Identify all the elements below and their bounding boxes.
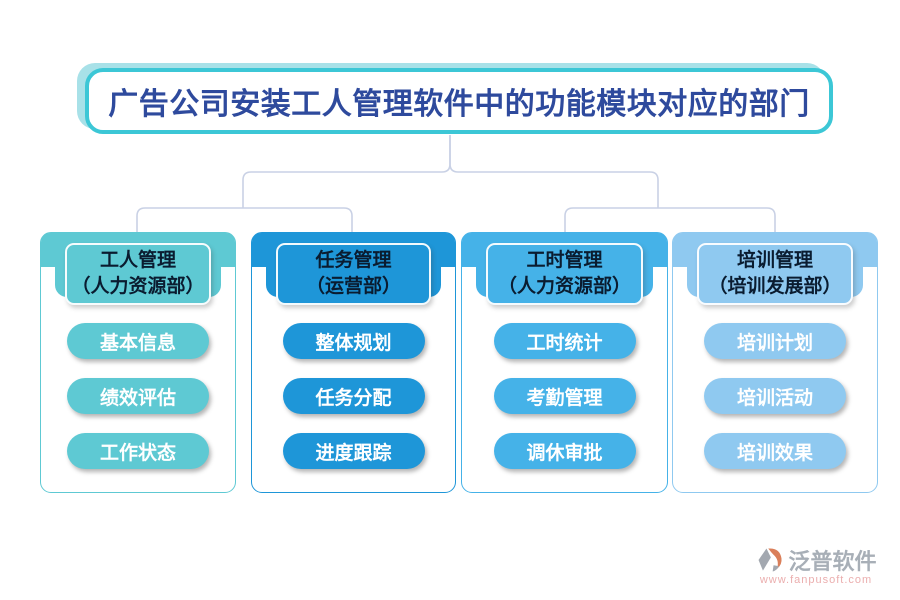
- feature-list: 整体规划 任务分配 进度跟踪: [252, 298, 455, 492]
- feature-pill: 绩效评估: [67, 378, 209, 414]
- card-header: 工人管理 （人力资源部）: [65, 243, 211, 305]
- watermark: 泛普软件 www.fanpusoft.com: [746, 544, 886, 586]
- feature-pill: 调休审批: [493, 433, 636, 469]
- feature-pill: 培训计划: [704, 323, 846, 359]
- module-card-workhours-management: 工时管理 （人力资源部） 工时统计 考勤管理 调休审批: [461, 232, 668, 493]
- module-card-worker-management: 工人管理 （人力资源部） 基本信息 绩效评估 工作状态: [40, 232, 236, 493]
- feature-pill: 任务分配: [282, 378, 425, 414]
- feature-pill: 考勤管理: [493, 378, 636, 414]
- feature-pill: 基本信息: [67, 323, 209, 359]
- module-name: 培训管理: [736, 250, 813, 272]
- feature-pill: 工时统计: [493, 323, 636, 359]
- module-name: 工人管理: [99, 250, 176, 272]
- card-header: 工时管理 （人力资源部）: [486, 243, 643, 305]
- feature-pill: 进度跟踪: [282, 433, 425, 469]
- feature-pill: 整体规划: [282, 323, 425, 359]
- module-card-training-management: 培训管理 （培训发展部） 培训计划 培训活动 培训效果: [672, 232, 878, 493]
- feature-list: 培训计划 培训活动 培训效果: [673, 298, 877, 492]
- watermark-url: www.fanpusoft.com: [759, 574, 873, 586]
- fanpu-logo-icon: [759, 548, 783, 572]
- card-header: 培训管理 （培训发展部）: [697, 243, 853, 305]
- module-name: 任务管理: [315, 250, 392, 272]
- module-dept: （运营部）: [305, 276, 401, 297]
- module-card-task-management: 任务管理 （运营部） 整体规划 任务分配 进度跟踪: [251, 232, 456, 493]
- module-dept: （培训发展部）: [708, 276, 842, 297]
- feature-list: 基本信息 绩效评估 工作状态: [41, 298, 235, 492]
- feature-pill: 培训效果: [704, 433, 846, 469]
- diagram-title-box: 广告公司安装工人管理软件中的功能模块对应的部门: [85, 68, 833, 134]
- card-header: 任务管理 （运营部）: [276, 243, 431, 305]
- feature-pill: 培训活动: [704, 378, 846, 414]
- feature-pill: 工作状态: [67, 433, 209, 469]
- watermark-brand: 泛普软件: [788, 549, 877, 574]
- feature-list: 工时统计 考勤管理 调休审批: [462, 298, 667, 492]
- diagram-title: 广告公司安装工人管理软件中的功能模块对应的部门: [108, 88, 810, 121]
- module-dept: （人力资源部）: [71, 276, 205, 297]
- module-name: 工时管理: [526, 250, 603, 272]
- module-dept: （人力资源部）: [497, 276, 631, 297]
